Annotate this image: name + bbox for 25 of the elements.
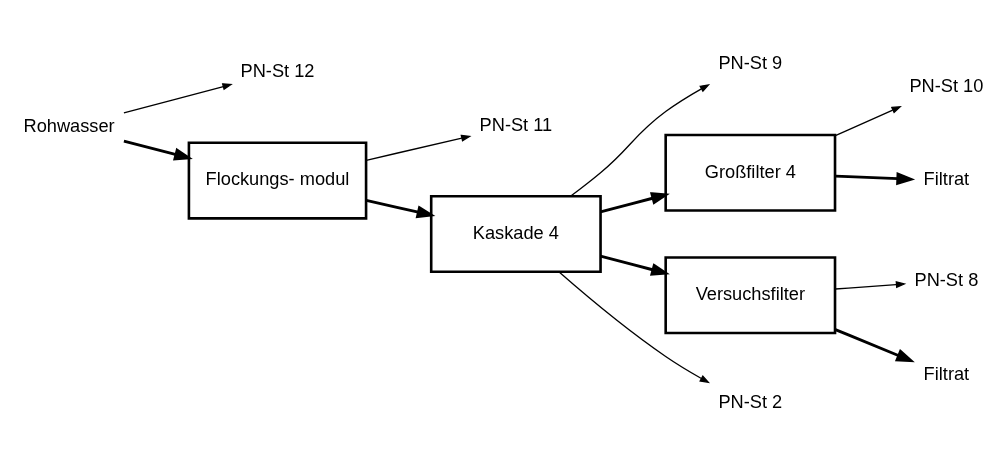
node-box: Flockungs- modul — [187, 141, 368, 220]
arrow — [834, 105, 902, 136]
node-text: Filtrat — [923, 362, 970, 383]
node-text: Rohwasser — [23, 114, 115, 136]
arrow — [365, 134, 472, 161]
node-text: PN-St 8 — [914, 268, 979, 290]
node-text: PN-St 11 — [479, 113, 553, 135]
arrow — [123, 82, 233, 114]
node-text: PN-St 10 — [909, 74, 984, 96]
node-box: Versuchsfilter — [664, 255, 837, 334]
node-text: PN-St 12 — [240, 59, 315, 81]
arrow — [558, 270, 711, 383]
node-text: Filtrat — [923, 167, 970, 189]
node-text: PN-St 2 — [718, 390, 783, 412]
arrow — [570, 83, 711, 197]
node-box: Kaskade 4 — [429, 194, 602, 273]
arrow — [835, 171, 916, 185]
arrow — [600, 191, 670, 213]
arrow — [834, 327, 915, 362]
arrow — [834, 280, 907, 290]
node-text: PN-St 9 — [718, 51, 783, 73]
node-box: Großfilter 4 — [664, 133, 837, 212]
arrow — [365, 198, 436, 218]
arrow — [123, 139, 193, 161]
arrow — [600, 254, 670, 276]
